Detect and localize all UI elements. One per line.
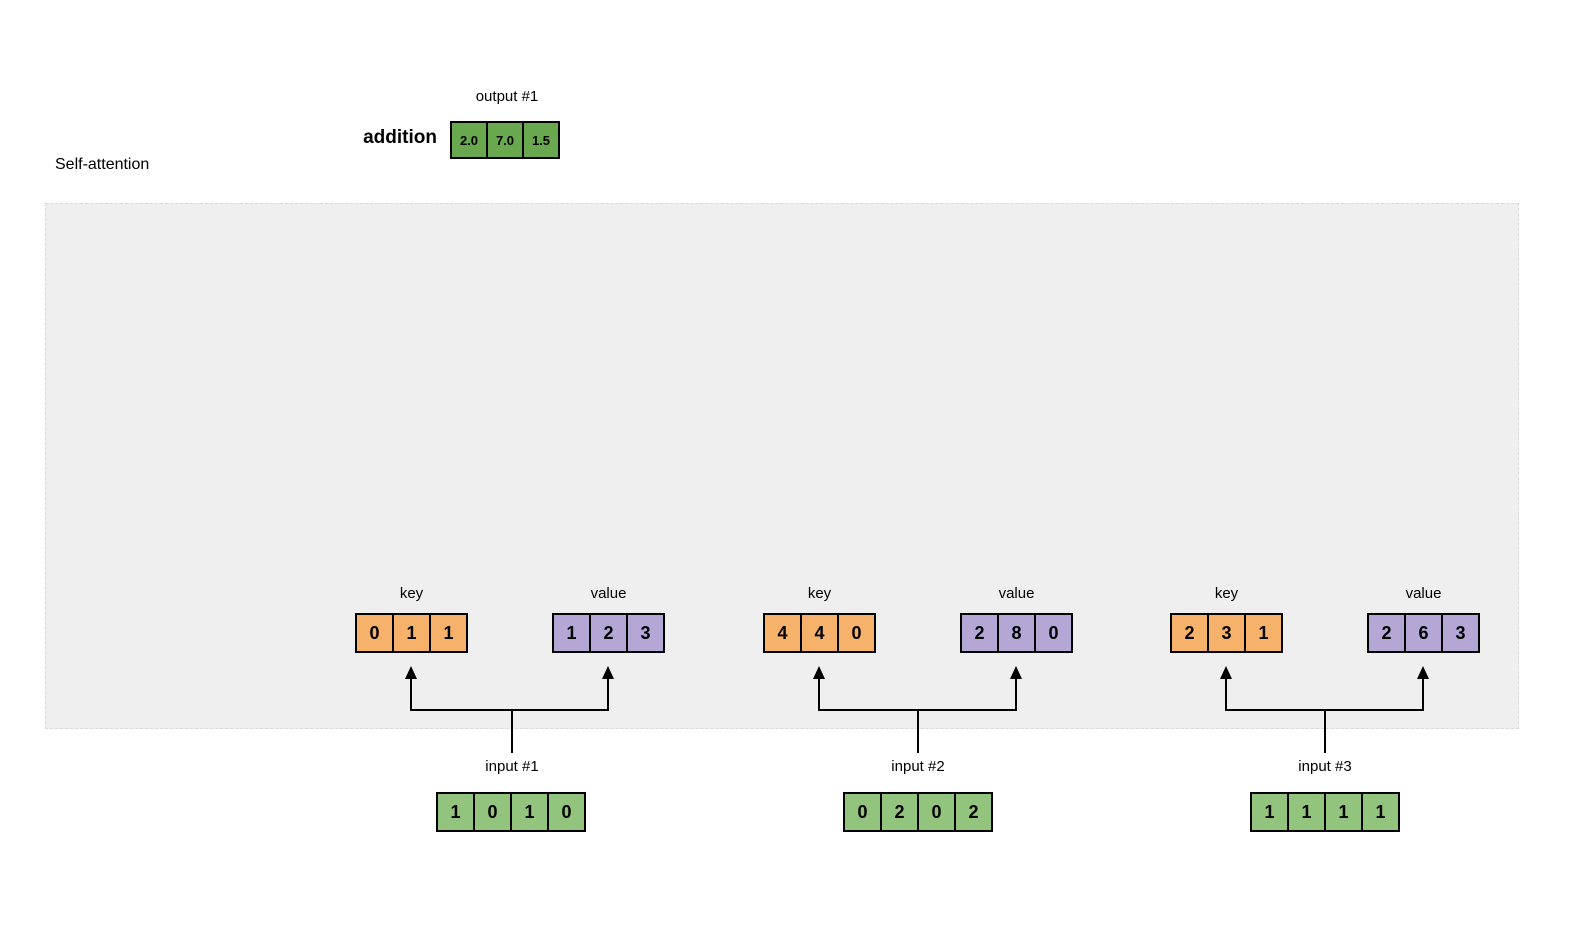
arrow-up-to-value-icon xyxy=(1417,666,1429,679)
arrow-line xyxy=(818,678,820,711)
value-label: value xyxy=(998,585,1035,602)
vector-cell: 0 xyxy=(917,792,956,832)
arrow-stem xyxy=(1324,709,1326,753)
vector-cell: 1 xyxy=(436,792,475,832)
vector-cell: 2.0 xyxy=(450,121,488,159)
input-label: input #2 xyxy=(891,758,945,775)
vector-cell: 1.5 xyxy=(522,121,560,159)
vector-cell: 1 xyxy=(392,613,431,653)
arrow-up-to-value-icon xyxy=(602,666,614,679)
arrow-line xyxy=(1225,678,1227,711)
vector-cell: 2 xyxy=(880,792,919,832)
arrow-line xyxy=(1422,678,1424,711)
arrow-line xyxy=(410,678,412,711)
vector-cell: 1 xyxy=(1250,792,1289,832)
vector-cell: 7.0 xyxy=(486,121,524,159)
key-label: key xyxy=(1214,585,1239,602)
value-label: value xyxy=(590,585,627,602)
key-label: key xyxy=(807,585,832,602)
vector-cell: 0 xyxy=(473,792,512,832)
vector-cell: 8 xyxy=(997,613,1036,653)
arrow-stem xyxy=(511,709,513,753)
vector-cell: 3 xyxy=(1207,613,1246,653)
vector-cell: 0 xyxy=(547,792,586,832)
vector-cell: 2 xyxy=(954,792,993,832)
vector-cell: 1 xyxy=(510,792,549,832)
vector-cell: 2 xyxy=(589,613,628,653)
key-label: key xyxy=(399,585,424,602)
input-label: input #1 xyxy=(485,758,539,775)
arrow-up-to-key-icon xyxy=(813,666,825,679)
vector-cell: 2 xyxy=(1367,613,1406,653)
vector-cell: 0 xyxy=(843,792,882,832)
vector-cell: 1 xyxy=(552,613,591,653)
vector-cell: 4 xyxy=(763,613,802,653)
addition-label: addition xyxy=(363,127,437,148)
vector-cell: 2 xyxy=(1170,613,1209,653)
vector-cell: 1 xyxy=(429,613,468,653)
value-label: value xyxy=(1405,585,1442,602)
vector-cell: 2 xyxy=(960,613,999,653)
vector-cell: 4 xyxy=(800,613,839,653)
vector-cell: 3 xyxy=(626,613,665,653)
vector-cell: 0 xyxy=(837,613,876,653)
vector-cell: 3 xyxy=(1441,613,1480,653)
arrow-stem xyxy=(917,709,919,753)
diagram-title: Self-attention xyxy=(55,156,150,173)
arrow-up-to-key-icon xyxy=(1220,666,1232,679)
vector-cell: 1 xyxy=(1244,613,1283,653)
vector-cell: 0 xyxy=(355,613,394,653)
arrow-up-to-key-icon xyxy=(405,666,417,679)
vector-cell: 6 xyxy=(1404,613,1443,653)
vector-cell: 1 xyxy=(1361,792,1400,832)
input-label: input #3 xyxy=(1298,758,1352,775)
arrow-up-to-value-icon xyxy=(1010,666,1022,679)
arrow-line xyxy=(410,709,609,711)
vector-cell: 1 xyxy=(1324,792,1363,832)
arrow-line xyxy=(607,678,609,711)
vector-cell: 0 xyxy=(1034,613,1073,653)
arrow-line xyxy=(1015,678,1017,711)
vector-cell: 1 xyxy=(1287,792,1326,832)
output-label: output #1 xyxy=(475,88,539,105)
